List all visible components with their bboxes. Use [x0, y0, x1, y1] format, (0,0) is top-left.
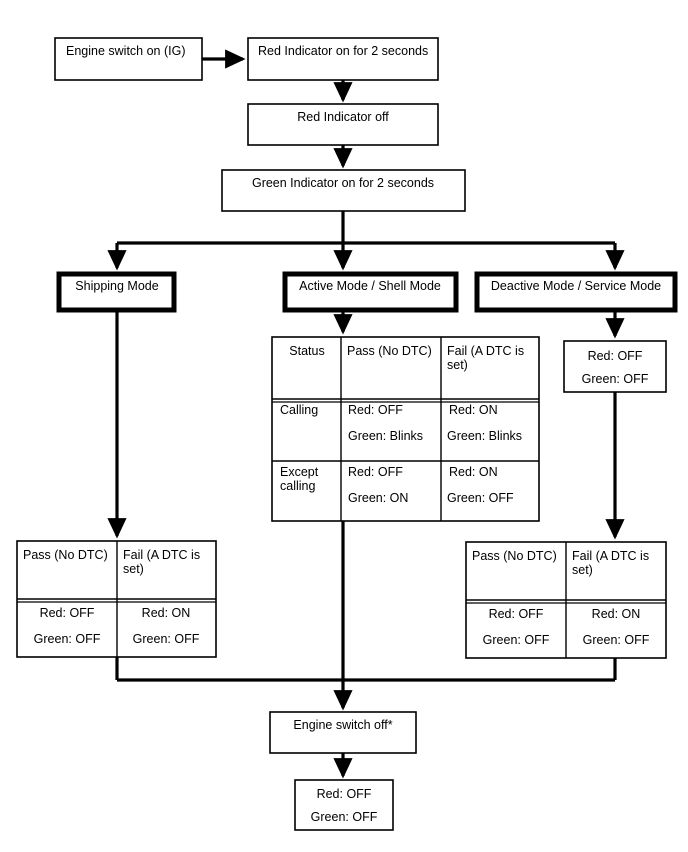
green-indicator-on-label: Green Indicator on for 2 seconds [252, 176, 434, 190]
active-table-header-status: Status [289, 344, 324, 358]
final-state-green: Green: OFF [311, 810, 378, 824]
active-table-header-fail-line2: set) [447, 358, 468, 372]
active-table-row1-fail-green: Green: OFF [447, 491, 514, 505]
deactive-state-box: Red: OFF Green: OFF [563, 340, 667, 393]
shipping-table-pass-red: Red: OFF [40, 606, 95, 620]
final-state-red: Red: OFF [317, 787, 372, 801]
service-table-pass-green: Green: OFF [483, 633, 550, 647]
shipping-table-header-pass: Pass (No DTC) [23, 548, 108, 562]
final-state-box: Red: OFF Green: OFF [294, 779, 394, 831]
shipping-mode-table: Pass (No DTC) Fail (A DTC is set) Red: O… [16, 540, 217, 658]
deactive-state-green: Green: OFF [582, 372, 649, 386]
node-active-mode: Active Mode / Shell Mode [282, 271, 459, 313]
service-table-header-fail-line1: Fail (A DTC is [572, 549, 649, 563]
node-deactive-mode: Deactive Mode / Service Mode [474, 271, 678, 313]
service-table-fail-red: Red: ON [592, 607, 641, 621]
engine-switch-off-label: Engine switch off* [293, 718, 392, 732]
service-table-pass-red: Red: OFF [489, 607, 544, 621]
active-table-row0-fail-red: Red: ON [449, 403, 498, 417]
node-shipping-mode: Shipping Mode [56, 271, 177, 313]
deactive-state-red: Red: OFF [588, 349, 643, 363]
node-red-indicator-on: Red Indicator on for 2 seconds [247, 37, 439, 81]
active-mode-label: Active Mode / Shell Mode [299, 279, 441, 293]
active-table-row1-label-line1: Except [280, 465, 319, 479]
active-table-row1-pass-green: Green: ON [348, 491, 408, 505]
node-red-indicator-off: Red Indicator off [247, 103, 439, 146]
node-engine-switch-off: Engine switch off* [269, 711, 417, 754]
active-table-row1-fail-red: Red: ON [449, 465, 498, 479]
active-table-row0-pass-green: Green: Blinks [348, 429, 423, 443]
service-mode-table: Pass (No DTC) Fail (A DTC is set) Red: O… [465, 541, 667, 659]
active-table-row1-label-line2: calling [280, 479, 315, 493]
active-table-header-fail-line1: Fail (A DTC is [447, 344, 524, 358]
connectors [107, 49, 625, 779]
service-table-header-fail-line2: set) [572, 563, 593, 577]
service-table-fail-green: Green: OFF [583, 633, 650, 647]
shipping-mode-label: Shipping Mode [75, 279, 158, 293]
active-table-header-pass: Pass (No DTC) [347, 344, 432, 358]
active-table-row0-label: Calling [280, 403, 318, 417]
engine-switch-on-label: Engine switch on (IG) [66, 44, 186, 58]
shipping-table-fail-green: Green: OFF [133, 632, 200, 646]
shipping-table-pass-green: Green: OFF [34, 632, 101, 646]
node-engine-switch-on: Engine switch on (IG) [54, 37, 203, 81]
deactive-mode-label: Deactive Mode / Service Mode [491, 279, 661, 293]
node-green-indicator-on: Green Indicator on for 2 seconds [221, 169, 466, 212]
active-table-row1-pass-red: Red: OFF [348, 465, 403, 479]
shipping-table-header-fail-line2: set) [123, 562, 144, 576]
shipping-table-header-fail-line1: Fail (A DTC is [123, 548, 200, 562]
red-indicator-off-label: Red Indicator off [297, 110, 389, 124]
active-table-row0-fail-green: Green: Blinks [447, 429, 522, 443]
service-table-header-pass: Pass (No DTC) [472, 549, 557, 563]
active-table-row0-pass-red: Red: OFF [348, 403, 403, 417]
red-indicator-on-label: Red Indicator on for 2 seconds [258, 44, 428, 58]
shipping-table-fail-red: Red: ON [142, 606, 191, 620]
active-mode-table: Status Pass (No DTC) Fail (A DTC is set)… [271, 336, 540, 522]
